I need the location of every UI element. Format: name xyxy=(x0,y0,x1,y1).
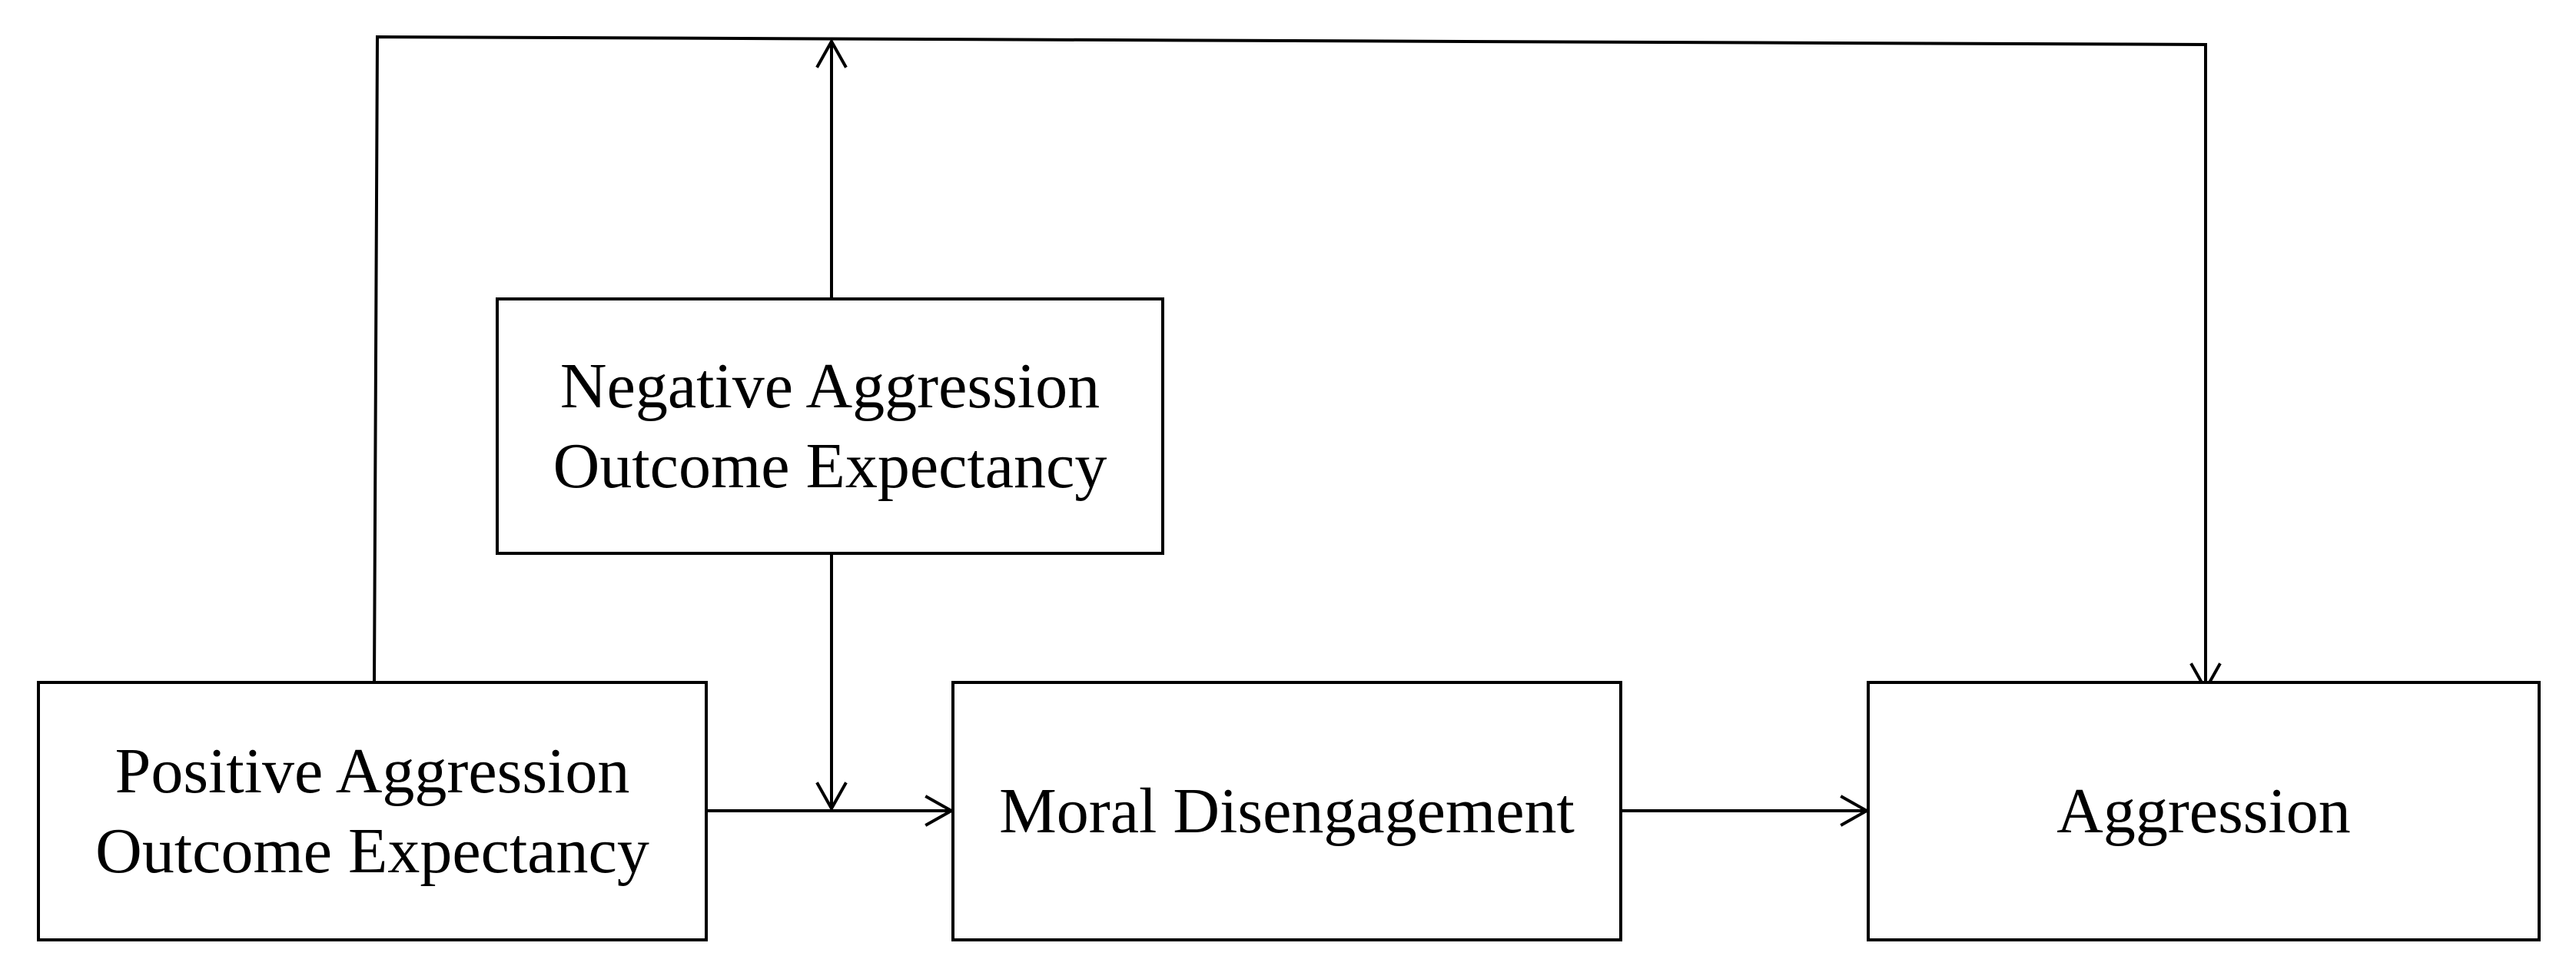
positive-expectancy-label: Positive Aggression Outcome Expectancy xyxy=(95,732,649,891)
direct-path-connector xyxy=(372,35,2207,689)
negative-down-arrowhead xyxy=(815,782,848,812)
aggression-node: Aggression xyxy=(1867,681,2541,941)
negative-expectancy-label: Negative Aggression Outcome Expectancy xyxy=(553,347,1107,506)
negative-expectancy-node: Negative Aggression Outcome Expectancy xyxy=(496,297,1164,555)
moral-disengagement-label: Moral Disengagement xyxy=(999,775,1575,847)
positive-expectancy-label-line2: Outcome Expectancy xyxy=(95,815,649,887)
positive-expectancy-node: Positive Aggression Outcome Expectancy xyxy=(37,681,708,941)
positive-expectancy-label-line1: Positive Aggression xyxy=(115,735,630,807)
moral-disengagement-node: Moral Disengagement xyxy=(951,681,1622,941)
negative-up-arrowhead xyxy=(815,38,848,68)
negative-expectancy-label-line2: Outcome Expectancy xyxy=(553,430,1107,502)
negative-expectancy-label-line1: Negative Aggression xyxy=(559,350,1100,422)
aggression-label: Aggression xyxy=(2056,775,2351,847)
